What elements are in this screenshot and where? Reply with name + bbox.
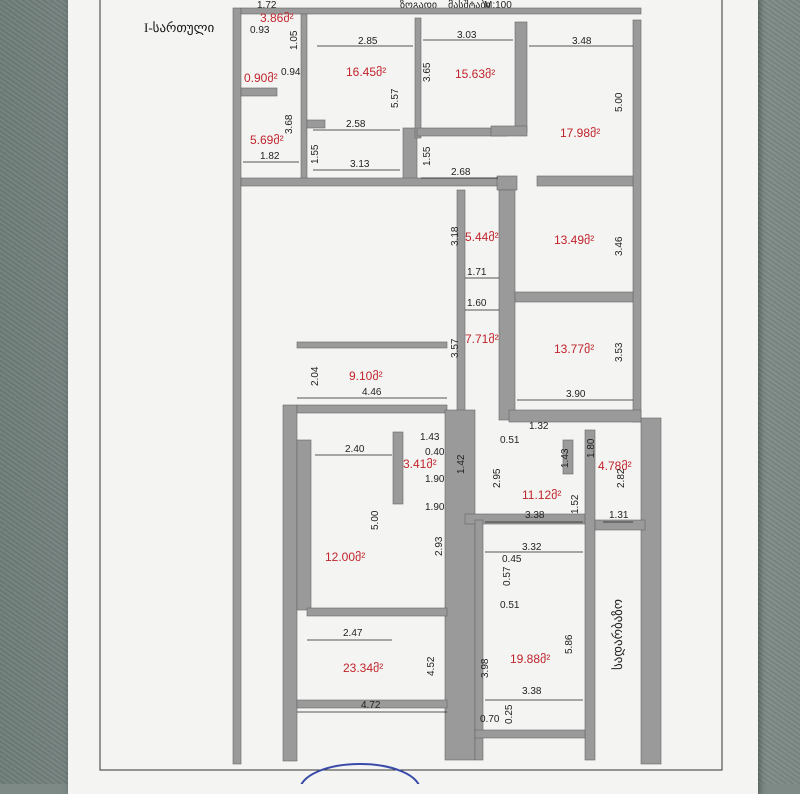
dimension-label: 2.82 [616,468,627,488]
dimension-label: 0.51 [500,435,520,446]
dimension-label: 1.72 [257,0,277,11]
dimension-label: 0.94 [281,67,301,78]
dimension-label: 3.13 [350,159,370,170]
dimension-label: 1.42 [456,454,467,474]
dimension-label: 2.47 [343,628,363,639]
dimension-label: 3.46 [614,236,625,256]
balcony-label: სადარბაზო [610,599,625,670]
room-area: 4.78მ² [598,459,632,473]
dimension-label: 1.80 [586,438,597,458]
room-area: 0.90მ² [244,71,278,85]
dimension-label: 1.82 [260,151,280,162]
room-areas: 3.86მ² 0.90მ² 5.69მ² 16.45მ² 15.63მ² 17.… [244,11,632,675]
dimension-label: 1.43 [420,432,440,443]
room-area: 13.49მ² [554,233,594,247]
dimension-label: 2.95 [492,468,503,488]
room-area: 5.44მ² [465,230,499,244]
dimension-label: 2.68 [451,167,471,178]
dimension-label: 3.65 [422,62,433,82]
scale-value: M:100 [484,0,512,11]
dimension-label: 0.45 [502,554,522,565]
dimension-label: 1.60 [467,298,487,309]
dimension-lines [243,39,633,713]
dimension-label: 5.00 [614,92,625,112]
dimension-label: 3.98 [480,658,491,678]
dimension-label: 3.38 [525,510,545,521]
sheet-border [99,0,723,771]
dimension-label: 3.03 [457,30,477,41]
dimension-label: 2.04 [310,366,321,386]
dimension-label: 1.55 [310,144,321,164]
dimension-label: 0.57 [502,566,513,586]
dimension-label: 5.86 [564,634,575,654]
dimension-label: 3.68 [284,114,295,134]
dimension-label: 2.93 [434,536,445,556]
dimension-label: 1.55 [422,146,433,166]
dimension-label: 0.93 [250,25,270,36]
dimension-label: 1.05 [289,30,300,50]
room-area: 23.34მ² [343,661,383,675]
scale-label: მასშტაბი [448,0,491,11]
dimension-label: 5.57 [390,88,401,108]
room-area: 11.12მ² [522,488,561,502]
dimension-label: 3.18 [450,226,461,246]
dimension-label: 0.25 [504,704,515,724]
dimension-label: 2.40 [345,444,365,455]
dimension-label: 1.31 [609,510,629,521]
dimension-label: 2.58 [346,119,366,130]
room-area: 13.77მ² [554,342,594,356]
dimension-label: 3.38 [522,686,542,697]
room-area: 12.00მ² [325,550,365,564]
dimension-label: 1.43 [560,448,571,468]
room-area: 3.41მ² [403,457,437,471]
dimension-label: 3.57 [450,338,461,358]
dimension-label: 1.71 [467,267,487,278]
dimension-label: 0.51 [500,600,520,611]
dimension-label: 4.52 [426,656,437,676]
room-area: 5.69მ² [250,133,284,147]
top-note: ზოგადი [400,0,437,11]
outer-walls [232,7,662,765]
dimension-label: 1.90 [425,502,445,513]
room-area: 9.10მ² [349,369,383,383]
dimension-label: 3.32 [522,542,542,553]
dimension-label: 2.85 [358,36,378,47]
dimension-label: 3.90 [566,389,586,400]
room-area: 17.98მ² [560,126,600,140]
dimension-label: 3.48 [572,36,592,47]
dimension-label: 3.53 [614,342,625,362]
room-area: 3.86მ² [260,11,294,25]
room-area: 15.63მ² [455,67,495,81]
stamp-seal [300,763,420,784]
room-area: 19.88მ² [510,652,550,666]
dimension-label: 4.72 [361,700,381,711]
dimension-label: 0.40 [425,447,445,458]
dimension-label: 1.52 [570,494,581,514]
dimension-label: 1.90 [425,474,445,485]
floor-label: I-სართული [144,20,214,36]
dimension-label: 5.00 [370,510,381,530]
dimension-values: 1.72 0.93 1.05 0.94 3.68 1.82 2.85 3.65 … [250,0,629,725]
room-area: 16.45მ² [346,65,386,79]
room-area: 7.71მ² [465,332,499,346]
interior-walls [240,13,646,761]
dimension-label: 1.32 [529,421,549,432]
dimension-label: 4.46 [362,387,382,398]
dimension-label: 0.70 [480,714,500,725]
